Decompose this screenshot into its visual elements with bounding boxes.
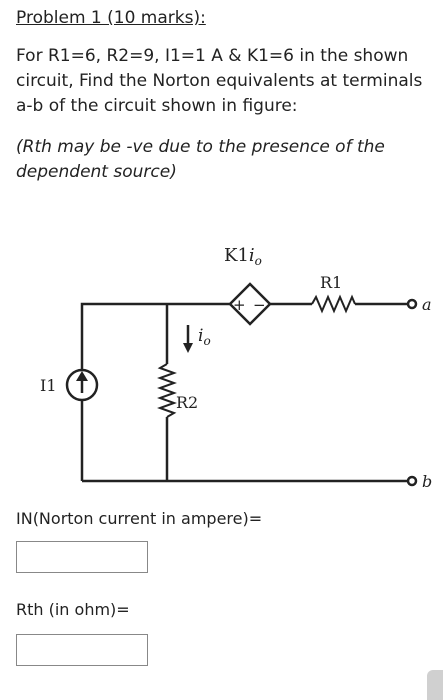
norton-current-label: IN(Norton current in ampere)= <box>16 509 263 528</box>
scroll-handle[interactable] <box>427 670 443 700</box>
i1-label: I1 <box>40 376 57 395</box>
rth-label: Rth (in ohm)= <box>16 600 130 619</box>
dep-minus-sign: − <box>253 296 266 314</box>
dependent-voltage-source <box>228 282 272 326</box>
terminal-b-node <box>406 475 418 487</box>
dep-source-label: K1io <box>224 245 262 268</box>
problem-note: (Rth may be -ve due to the presence of t… <box>16 137 385 182</box>
norton-current-input[interactable] <box>16 541 148 573</box>
rth-input[interactable] <box>16 634 148 666</box>
r1-label: R1 <box>320 273 342 292</box>
i1-arrow-head <box>76 371 88 381</box>
r2-label: R2 <box>176 393 198 412</box>
io-arrow-head <box>183 343 193 353</box>
dep-plus-sign: + <box>233 296 246 314</box>
r1-resistor <box>311 294 356 314</box>
current-source-i1 <box>65 368 99 402</box>
circuit-diagram: K1io + − R1 R2 I1 io a b <box>40 245 432 491</box>
wire-top-left <box>80 302 230 370</box>
io-label: io <box>198 326 211 348</box>
problem-statement: For R1=6, R2=9, I1=1 A & K1=6 in the sho… <box>16 46 423 116</box>
r2-resistor <box>157 363 177 418</box>
terminal-a-node <box>406 298 418 310</box>
problem-title: Problem 1 (10 marks): <box>16 8 206 28</box>
terminal-a-label: a <box>422 295 432 314</box>
terminal-b-label: b <box>422 472 432 491</box>
